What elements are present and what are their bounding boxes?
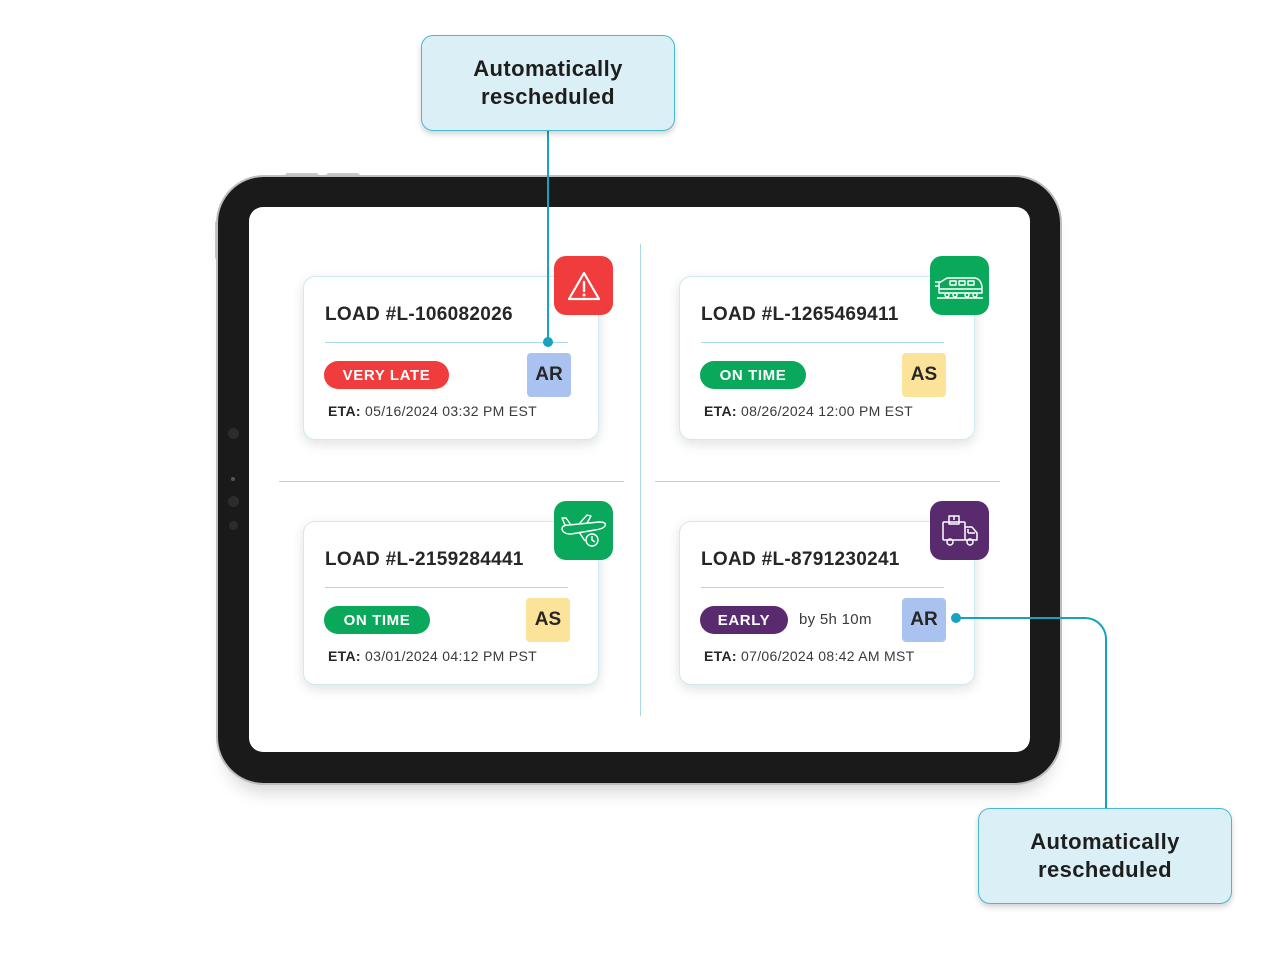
card-divider: [325, 587, 568, 588]
eta-label: ETA:: [704, 403, 737, 419]
callout-text-line1: Automatically: [473, 56, 623, 81]
status-badge: VERY LATE: [324, 361, 449, 389]
camera-sensor: [228, 428, 239, 439]
eta-text: ETA: 05/16/2024 03:32 PM EST: [328, 403, 537, 419]
camera-sensor: [229, 521, 238, 530]
eta-label: ETA:: [328, 403, 361, 419]
callout-connector: [547, 131, 549, 342]
eta-value: 05/16/2024 03:32 PM EST: [365, 403, 537, 419]
train-icon: [930, 256, 989, 315]
avatar[interactable]: AS: [526, 598, 570, 642]
load-number: LOAD #L-8791230241: [701, 549, 900, 570]
callout-anchor-dot: [543, 337, 553, 347]
callout-connector-curve: [1062, 617, 1107, 657]
eta-label: ETA:: [704, 648, 737, 664]
callout-connector: [1105, 650, 1107, 809]
tablet-top-button-1: [285, 173, 319, 178]
eta-text: ETA: 07/06/2024 08:42 AM MST: [704, 648, 914, 664]
callout-text-line2: rescheduled: [1037, 857, 1172, 882]
card-divider: [701, 587, 944, 588]
grid-divider-vertical: [640, 244, 641, 716]
load-number: LOAD #L-1265469411: [701, 304, 899, 325]
load-number: LOAD #L-106082026: [325, 304, 513, 325]
tablet-side-button: [215, 220, 220, 260]
eta-value: 08/26/2024 12:00 PM EST: [741, 403, 913, 419]
warning-icon: [554, 256, 613, 315]
card-divider: [325, 342, 568, 343]
callout-text-line1: Automatically: [1030, 829, 1180, 854]
load-card[interactable]: LOAD #L-1265469411 ON TIME AS ETA: 08/26…: [679, 276, 975, 440]
callout-connector: [956, 617, 1080, 619]
truck-icon: [930, 501, 989, 560]
status-badge: ON TIME: [324, 606, 430, 634]
callout-text-line2: rescheduled: [480, 84, 615, 109]
eta-value: 07/06/2024 08:42 AM MST: [741, 648, 915, 664]
eta-value: 03/01/2024 04:12 PM PST: [365, 648, 537, 664]
tablet-top-button-2: [326, 173, 360, 178]
eta-label: ETA:: [328, 648, 361, 664]
camera-sensor: [228, 496, 239, 507]
rescheduled-callout: Automatically rescheduled: [421, 35, 675, 131]
eta-text: ETA: 03/01/2024 04:12 PM PST: [328, 648, 537, 664]
status-badge: ON TIME: [700, 361, 806, 389]
card-divider: [701, 342, 944, 343]
grid-divider-horizontal-right: [655, 481, 1000, 482]
avatar[interactable]: AR: [527, 353, 571, 397]
load-card[interactable]: LOAD #L-106082026 VERY LATE AR ETA: 05/1…: [303, 276, 599, 440]
avatar[interactable]: AS: [902, 353, 946, 397]
eta-text: ETA: 08/26/2024 12:00 PM EST: [704, 403, 913, 419]
airplane-icon: [554, 501, 613, 560]
early-by-text: by 5h 10m: [799, 611, 872, 628]
load-number: LOAD #L-2159284441: [325, 549, 524, 570]
load-card[interactable]: LOAD #L-8791230241 EARLY by 5h 10m AR ET…: [679, 521, 975, 685]
status-badge: EARLY: [700, 606, 788, 634]
camera-sensor: [231, 477, 235, 481]
avatar[interactable]: AR: [902, 598, 946, 642]
grid-divider-horizontal-left: [279, 481, 624, 482]
load-card[interactable]: LOAD #L-2159284441 ON TIME AS ETA: 03/01…: [303, 521, 599, 685]
rescheduled-callout: Automatically rescheduled: [978, 808, 1232, 904]
